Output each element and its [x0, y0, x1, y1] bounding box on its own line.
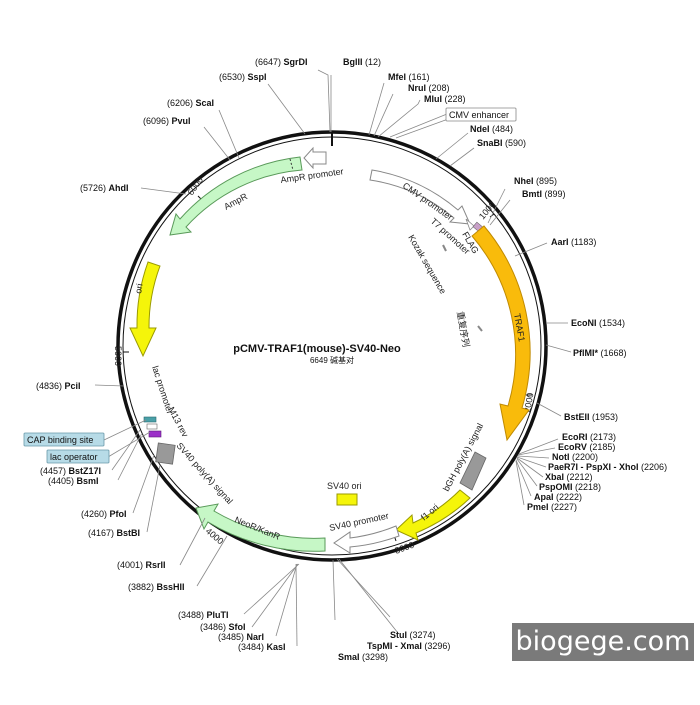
sv40-ori-label: SV40 ori — [327, 481, 362, 491]
traf1-label: TRAF1 — [512, 313, 527, 343]
site-pluti: (3488) PluTI — [178, 610, 229, 620]
sv40-promoter-arrow — [333, 525, 400, 554]
site-bsteii: BstEII (1953) — [564, 412, 618, 422]
site-snabi: SnaBI (590) — [477, 138, 526, 148]
ori-label: ori — [133, 283, 145, 295]
site-ecori: EcoRI (2173) — [562, 432, 616, 442]
tick-5000: 5000 — [113, 346, 123, 366]
site-ndei: NdeI (484) — [470, 124, 513, 134]
sv40-polya-label: SV40 poly(A) signal — [175, 441, 235, 506]
site-sfoi: (3486) SfoI — [200, 622, 246, 632]
sv40-ori-box — [336, 493, 358, 506]
site-pvui: (6096) PvuI — [143, 116, 191, 126]
site-bsmi: (4405) BsmI — [48, 476, 99, 486]
lac-region-teal — [143, 416, 157, 423]
cap-binding-box — [23, 432, 105, 447]
site-nhei: NheI (895) — [514, 176, 557, 186]
site-pcii: (4836) PciI — [36, 381, 81, 391]
lac-region-purple — [148, 430, 162, 438]
site-pflmi: PflMI* (1668) — [573, 348, 627, 358]
site-ecorv: EcoRV (2185) — [558, 442, 615, 452]
f1-ori-arrow — [395, 489, 471, 541]
site-rsrii: (4001) RsrII — [117, 560, 166, 570]
site-apai: ApaI (2222) — [534, 492, 582, 502]
kozak-mark — [442, 244, 447, 252]
site-tspmi: TspMI - XmaI (3296) — [367, 641, 450, 651]
ampr-promoter-arrow — [303, 146, 327, 170]
site-kasi: (3484) KasI — [238, 642, 286, 652]
lac-operator-label: lac operator — [50, 452, 98, 462]
neo-arrow — [195, 503, 326, 552]
site-paer7i: PaeR7I - PspXI - XhoI (2206) — [548, 462, 667, 472]
site-bstz17i: (4457) BstZ17I — [40, 466, 101, 476]
site-stui: StuI (3274) — [390, 630, 436, 640]
site-smai: SmaI (3298) — [338, 652, 388, 662]
site-mlui: MluI (228) — [424, 94, 466, 104]
lac-operator-box — [46, 449, 110, 464]
site-xbai: XbaI (2212) — [545, 472, 593, 482]
lac-region-white — [146, 423, 158, 430]
repeat-label: 重复序列 — [455, 310, 472, 347]
t7-promoter-arrow — [465, 218, 475, 231]
tick-3000: 3000 — [393, 540, 415, 556]
lac-promoter-label: lac promoter — [150, 365, 175, 416]
cmv-enhancer-box — [445, 107, 517, 122]
cmv-enhancer-label: CMV enhancer — [449, 110, 509, 120]
site-ahdi: (5726) AhdI — [80, 183, 129, 193]
cmv-promoter-arrow — [369, 169, 471, 225]
tick-6000: 6000 — [185, 175, 205, 197]
ampr-arrow — [169, 156, 303, 236]
ori-arrow — [129, 261, 161, 358]
site-aari: AarI (1183) — [551, 237, 596, 247]
site-econi: EcoNI (1534) — [571, 318, 625, 328]
sv40-polya-block — [155, 442, 176, 465]
bgh-block — [459, 451, 487, 491]
watermark: biogege.com — [512, 623, 694, 661]
site-sgrdi: (6647) SgrDI — [255, 57, 308, 67]
site-nari: (3485) NarI — [218, 632, 264, 642]
site-bmti: BmtI (899) — [522, 189, 566, 199]
restriction-sites: BglII (12) (6647) SgrDI (6530) SspI (620… — [36, 57, 667, 662]
site-sspi: (6530) SspI — [219, 72, 267, 82]
site-noti: NotI (2200) — [552, 452, 598, 462]
ampr-dash — [289, 158, 294, 171]
site-bglii: BglII (12) — [343, 57, 381, 67]
site-scai: (6206) ScaI — [167, 98, 214, 108]
boxed-labels: CMV enhancer CAP binding site lac operat… — [23, 107, 517, 464]
plasmid-size: 6649 碱基对 — [310, 355, 354, 365]
repeat-mark — [477, 325, 483, 332]
cap-binding-label: CAP binding site — [27, 435, 93, 445]
site-bstbi: (4167) BstBI — [88, 528, 140, 538]
site-pmei: PmeI (2227) — [527, 502, 577, 512]
site-bsshii: (3882) BssHII — [128, 582, 185, 592]
kozak-label: Kozak sequence — [406, 233, 448, 296]
traf1-arrow — [471, 225, 531, 442]
sv40-promoter-label: SV40 promoter — [328, 511, 389, 533]
site-pspomi: PspOMI (2218) — [539, 482, 601, 492]
site-mfei: MfeI (161) — [388, 72, 430, 82]
site-nrui: NruI (208) — [408, 83, 450, 93]
tick-2000: 2000 — [522, 392, 535, 413]
box-leaders — [103, 113, 448, 458]
site-pfoi: (4260) PfoI — [81, 509, 127, 519]
plasmid-name: pCMV-TRAF1(mouse)-SV40-Neo — [233, 343, 401, 355]
site-leaders — [94, 69, 572, 647]
